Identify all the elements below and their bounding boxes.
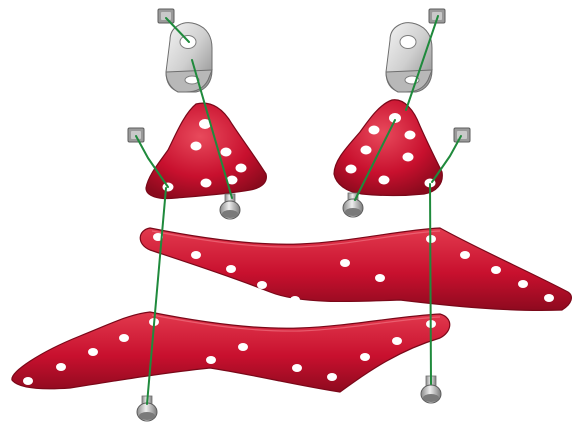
plate-hole bbox=[369, 126, 380, 135]
plate-hole bbox=[360, 353, 370, 361]
plate-hole bbox=[236, 164, 247, 173]
plate-hole bbox=[238, 343, 248, 351]
flat-plate-lower bbox=[12, 312, 450, 392]
flat-plate-upper bbox=[140, 228, 571, 310]
cone-plate-right bbox=[334, 100, 442, 196]
plate-hole bbox=[346, 165, 357, 174]
assembly-line bbox=[430, 184, 431, 384]
plate-hole bbox=[460, 251, 470, 259]
plate-hole bbox=[403, 153, 414, 162]
plate-hole bbox=[375, 274, 385, 282]
plate-hole bbox=[544, 294, 554, 302]
plate-hole bbox=[361, 146, 372, 155]
plate-hole bbox=[201, 179, 212, 188]
plate-hole bbox=[23, 377, 33, 385]
bracket-left bbox=[166, 23, 212, 92]
plate-hole bbox=[119, 334, 129, 342]
cone-plate-left bbox=[146, 103, 266, 198]
bracket-hole bbox=[400, 36, 416, 49]
plate-hole bbox=[56, 363, 66, 371]
plate-hole bbox=[518, 280, 528, 288]
plate-hole bbox=[405, 131, 416, 140]
plate-hole bbox=[327, 373, 337, 381]
plate-hole bbox=[226, 265, 236, 273]
plate-hole bbox=[191, 251, 201, 259]
bolt-left-mid bbox=[220, 194, 240, 219]
nut-right-mid bbox=[454, 128, 470, 142]
nut-left-top bbox=[158, 9, 174, 23]
plate-hole bbox=[292, 364, 302, 372]
plate-hole bbox=[491, 266, 501, 274]
plate-hole bbox=[257, 281, 267, 289]
bolt-right-mid bbox=[343, 193, 363, 217]
plate-hole bbox=[340, 259, 350, 267]
plate-hole bbox=[206, 356, 216, 364]
plate-hole bbox=[191, 142, 202, 151]
assembly-line bbox=[432, 136, 461, 182]
plate-hole bbox=[379, 176, 390, 185]
plate-hole bbox=[221, 148, 232, 157]
plate-hole bbox=[392, 337, 402, 345]
plate-hole bbox=[88, 348, 98, 356]
plate-hole bbox=[290, 296, 300, 304]
bracket-right bbox=[386, 23, 432, 92]
